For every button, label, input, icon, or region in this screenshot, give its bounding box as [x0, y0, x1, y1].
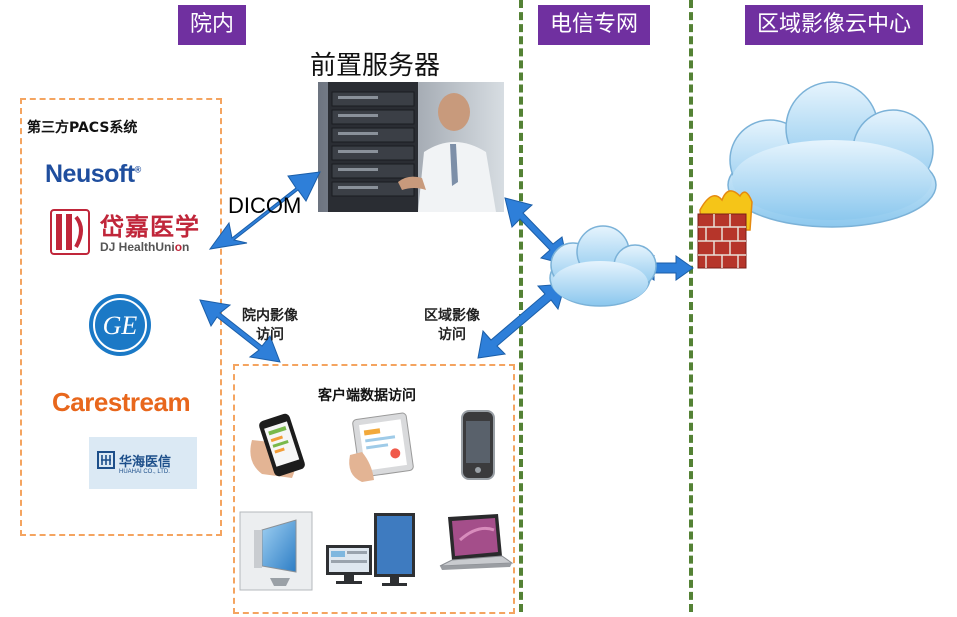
client-access-box	[233, 364, 515, 614]
ge-logo: GE	[89, 294, 151, 356]
huahai-emblem-icon	[97, 451, 115, 469]
dj-healthunion-logo: 岱嘉医学 DJ HealthUnion	[50, 207, 210, 257]
neusoft-logo: Neusoft®	[45, 160, 141, 189]
dj-chinese-name: 岱嘉医学	[100, 213, 200, 241]
network-divider-right	[689, 0, 693, 612]
firewall-icon	[697, 190, 753, 269]
mobile-phone-icon	[461, 410, 495, 480]
client-heading: 客户端数据访问	[318, 388, 416, 404]
tablet-in-hand-icon	[349, 412, 414, 482]
huahai-english-name: HUAHAI CO., LTD.	[119, 469, 170, 475]
cloud-icon	[549, 225, 657, 307]
server-title: 前置服务器	[310, 51, 441, 81]
huahai-chinese-name: 华海医信	[119, 455, 172, 470]
dicom-label: DICOM	[228, 193, 302, 218]
dj-emblem-icon	[50, 209, 90, 255]
intra-access-label: 院内影像访问	[242, 308, 298, 343]
dj-english-name: DJ HealthUnion	[100, 240, 190, 254]
carestream-logo: Carestream	[52, 387, 191, 417]
cloud-icon	[727, 81, 937, 228]
regional-access-label: 区域影像访问	[424, 308, 480, 343]
dicom-arrow	[208, 171, 321, 250]
workstation-icon	[326, 513, 415, 586]
pacs-heading: 第三方PACS系统	[27, 120, 138, 136]
zone-tag-regional-cloud: 区域影像云中心	[745, 5, 924, 45]
intra-access-arrow	[199, 299, 281, 363]
laptop-icon	[439, 514, 514, 570]
server-room-photo	[318, 82, 504, 212]
registered-mark: ®	[134, 164, 142, 175]
regional-access-arrow	[477, 283, 566, 359]
ge-monogram: GE	[103, 311, 138, 340]
network-divider-left	[519, 0, 523, 612]
phone-in-hand-icon	[250, 413, 305, 478]
zone-tag-telecom: 电信专网	[538, 5, 651, 45]
huahai-logo: 华海医信 HUAHAI CO., LTD.	[89, 437, 197, 489]
monitor-icon	[239, 511, 313, 591]
zone-tag-hospital: 院内	[178, 5, 247, 45]
neusoft-wordmark: Neusoft	[45, 160, 135, 188]
